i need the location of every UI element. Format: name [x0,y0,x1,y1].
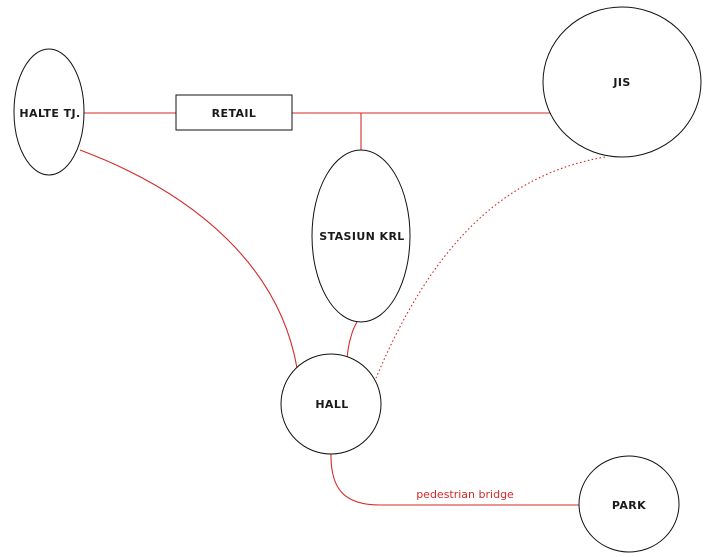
edge-jis-hall-dotted [375,156,606,379]
node-park[interactable]: PARK [578,455,680,553]
edge-halte-hall [79,149,298,369]
node-stasiun-krl-shape [311,149,411,323]
node-halte-tj-label: HALTE TJ. [19,107,80,120]
node-hall[interactable]: HALL [280,353,382,455]
node-park-label: PARK [612,499,646,512]
node-jis-shape [542,6,702,158]
edge-label-pedestrian-bridge: pedestrian bridge [416,488,514,501]
node-jis[interactable]: JIS [542,6,702,158]
node-hall-label: HALL [315,398,348,411]
node-retail-label: RETAIL [212,107,257,120]
node-halte-tj-shape [13,48,85,176]
node-stasiun-krl-label: STASIUN KRL [319,230,404,243]
node-park-shape [578,455,680,553]
node-jis-label: JIS [612,76,630,89]
node-stasiun-krl[interactable]: STASIUN KRL [311,149,411,323]
node-halte-tj[interactable]: HALTE TJ. [13,48,85,176]
node-retail-shape [175,94,293,131]
node-retail[interactable]: RETAIL [175,94,293,131]
node-hall-shape [280,353,382,455]
edge-hall-park [330,451,579,506]
edge-stasiun-hall [346,321,358,360]
